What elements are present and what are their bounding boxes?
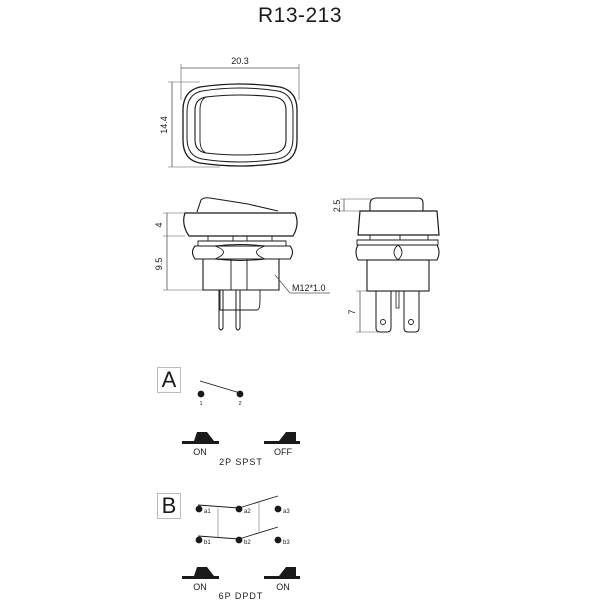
circuit-a-type-label: 2P SPST (219, 457, 263, 467)
terminal-b3-label: b3 (283, 540, 290, 546)
position-on-label: ON (193, 447, 207, 457)
circuit-a-diagram (182, 380, 300, 444)
circuit-b-diagram (182, 495, 300, 579)
front-cap-height-dimension: 2.5 (332, 200, 342, 213)
thread-label: M12*1.0 (292, 283, 326, 293)
top-view (168, 64, 300, 168)
terminal-b1-label: b1 (204, 540, 211, 546)
circuit-b-type-label: 6P DPDT (219, 591, 264, 600)
terminal-a2-label: a2 (244, 509, 251, 515)
position-on-right-label: ON (276, 582, 290, 592)
body-height-dimension: 9.5 (154, 258, 164, 271)
terminal-b2-label: b2 (244, 540, 251, 546)
section-a-label: A (157, 367, 181, 393)
rocker-on-icon (182, 432, 219, 444)
front-view (340, 197, 440, 333)
position-on-left-label: ON (193, 582, 207, 592)
rocker-off-icon (264, 432, 300, 444)
height-dimension: 14.4 (159, 116, 169, 134)
terminal-length-dimension: 7 (347, 309, 357, 314)
terminal-a3-label: a3 (283, 509, 290, 515)
terminal-2-label: 2 (238, 401, 241, 407)
position-off-label: OFF (274, 447, 292, 457)
terminal-1-label: 1 (199, 401, 202, 407)
section-b-label: B (157, 493, 181, 519)
cap-height-dimension: 4 (154, 222, 164, 227)
side-view (163, 197, 330, 331)
terminal-a1-label: a1 (204, 509, 211, 515)
drawing-title: R13-213 (257, 4, 343, 27)
rocker-on-left-icon (182, 567, 219, 579)
width-dimension: 20.3 (231, 56, 249, 66)
rocker-on-right-icon (264, 567, 300, 579)
